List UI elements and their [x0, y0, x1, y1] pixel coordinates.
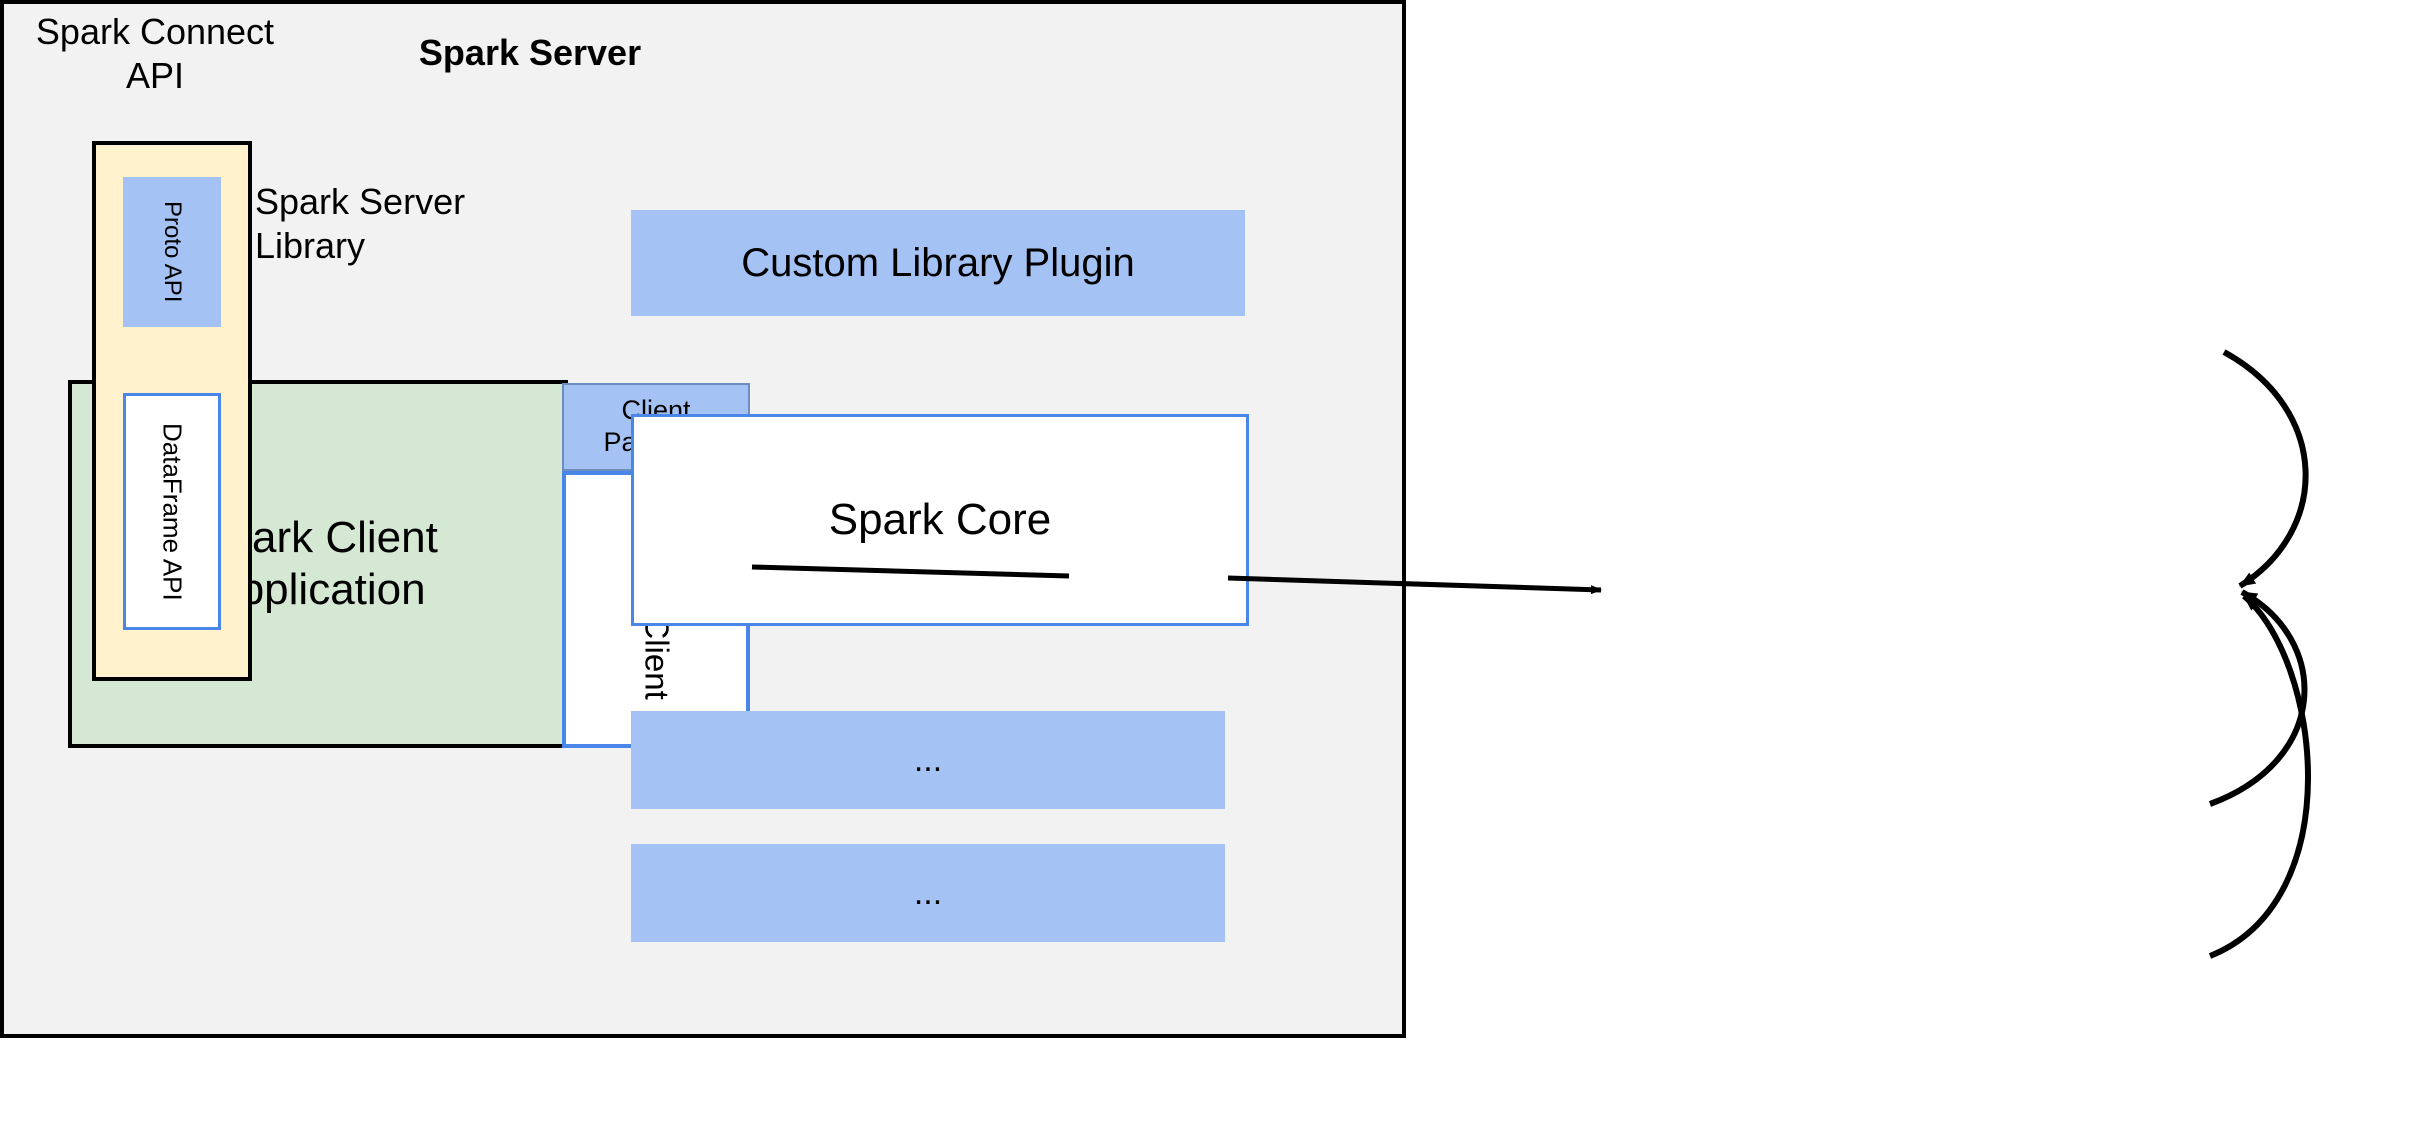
spark-connect-api-label: Spark Connect API	[10, 10, 300, 98]
dataframe-api-label: DataFrame API	[157, 422, 188, 601]
proto-api-box[interactable]: Proto API	[123, 177, 221, 327]
spark-connect-api-label-line2: API	[125, 54, 185, 96]
spark-connect-api-label-line1: Spark Connect	[35, 11, 275, 52]
spark-server-library-label: Spark Server Library	[255, 180, 555, 268]
ellipsis-box-2[interactable]: ...	[631, 844, 1225, 942]
spark-server-title: Spark Server	[418, 32, 642, 73]
spark-server-library-label-line1: Spark Server	[255, 181, 466, 222]
edge-ellipsis-1-to-spark-core	[2208, 589, 2308, 807]
ellipsis-label-2: ...	[913, 873, 943, 912]
edge-ellipsis-2-to-spark-core	[2208, 593, 2311, 959]
spark-core-box[interactable]: Spark Core	[631, 414, 1249, 626]
edge-custom-library-plugin-to-spark-core	[2222, 349, 2309, 589]
ellipsis-label-1: ...	[913, 740, 943, 779]
custom-library-plugin-box[interactable]: Custom Library Plugin	[631, 210, 1245, 316]
spark-server-container: Spark Connect API Spark Server Spark Ser…	[0, 0, 1406, 1038]
spark-connect-api-stack: Proto API DataFrame API	[92, 141, 252, 681]
custom-library-plugin-label: Custom Library Plugin	[741, 240, 1135, 285]
spark-core-label: Spark Core	[828, 495, 1052, 544]
ellipsis-box-1[interactable]: ...	[631, 711, 1225, 809]
proto-api-label: Proto API	[159, 201, 186, 303]
dataframe-api-box[interactable]: DataFrame API	[123, 393, 221, 630]
spark-server-library-label-line2: Library	[255, 224, 366, 266]
